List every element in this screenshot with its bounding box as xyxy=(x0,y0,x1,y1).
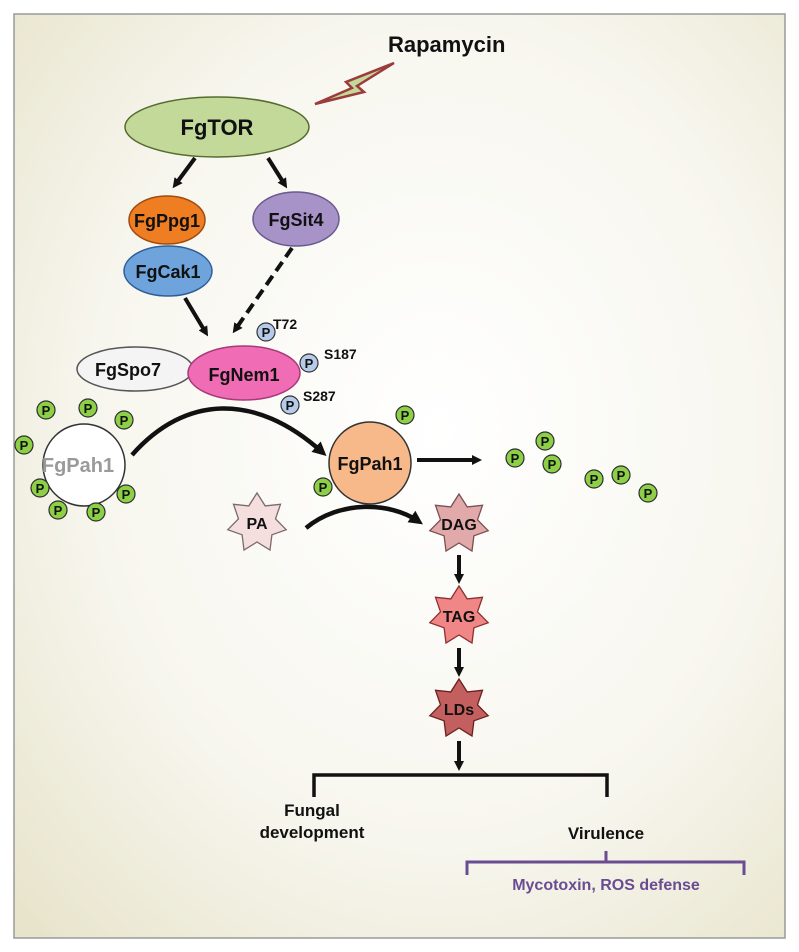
tag-label: TAG xyxy=(443,609,476,626)
phosphate-icon: P xyxy=(542,454,562,474)
fgspo7-node: FgSpo7 xyxy=(76,346,194,392)
phosphate-icon: P xyxy=(86,502,106,522)
phosphate-icon: P xyxy=(14,435,34,455)
fgtor-node: FgTOR xyxy=(124,96,310,158)
outcome-development-line2: development xyxy=(260,823,365,842)
svg-text:P: P xyxy=(401,408,410,423)
phosphosite-s287-label: S287 xyxy=(303,388,336,404)
virulence-detail-bracket xyxy=(465,851,746,875)
pa-label: PA xyxy=(246,516,267,533)
lipid-star-shape xyxy=(428,492,490,553)
phosphate-icon: P xyxy=(505,448,525,468)
dag-lipid-node xyxy=(428,492,490,553)
fgpah1-phosphorylated-label: FgPah1 xyxy=(42,455,114,477)
phosphate-icon: P xyxy=(48,500,68,520)
phosphate-icon: P xyxy=(611,465,631,485)
arrow-tor-to-sit4 xyxy=(266,156,288,189)
phosphate-icon: P xyxy=(30,478,50,498)
phosphate-icon: P xyxy=(638,483,658,503)
svg-text:P: P xyxy=(262,325,271,340)
phosphate-icon: P xyxy=(78,398,98,418)
svg-text:P: P xyxy=(84,401,93,416)
svg-text:P: P xyxy=(590,472,599,487)
fgcak1-label: FgCak1 xyxy=(135,262,200,282)
phosphosite-s187-label: S187 xyxy=(324,346,357,362)
phosphosite-s187: P xyxy=(299,353,319,373)
svg-text:P: P xyxy=(286,398,295,413)
svg-text:P: P xyxy=(122,487,131,502)
arrow-dephosphorylation xyxy=(130,406,327,457)
fgspo7-label: FgSpo7 xyxy=(95,360,161,380)
arrow-tor-to-ppg1 xyxy=(172,156,197,189)
fgpah1-active-node: FgPah1 xyxy=(328,421,412,505)
lipid-star-shape xyxy=(428,677,490,738)
outcome-virulence: Virulence xyxy=(568,824,644,843)
phosphate-icon: P xyxy=(395,405,415,425)
dag-label: DAG xyxy=(441,517,477,534)
lds-label: LDs xyxy=(444,702,474,719)
fgsit4-node: FgSit4 xyxy=(252,191,340,247)
fgnem1-node: FgNem1 xyxy=(187,345,301,401)
lipid-star-shape xyxy=(226,491,288,552)
fgppg1-node: FgPpg1 xyxy=(128,195,206,245)
outcome-bracket xyxy=(312,773,609,797)
arrow-cak1-to-nem1 xyxy=(183,296,209,337)
outcome-development-line1: Fungal xyxy=(284,801,340,820)
phosphate-icon: P xyxy=(114,410,134,430)
phosphosite-s287: P xyxy=(280,395,300,415)
svg-text:P: P xyxy=(54,503,63,518)
tag-lipid-node xyxy=(428,584,490,645)
svg-text:P: P xyxy=(305,356,314,371)
phosphosite-t72: P xyxy=(256,322,276,342)
phosphosite-t72-label: T72 xyxy=(273,316,297,332)
fgppg1-label: FgPpg1 xyxy=(134,211,200,231)
lipid-star-shape xyxy=(428,584,490,645)
svg-text:P: P xyxy=(92,505,101,520)
active-pah1-phospho-group: PP xyxy=(313,405,415,497)
svg-text:P: P xyxy=(36,481,45,496)
virulence-detail-label: Mycotoxin, ROS defense xyxy=(512,877,700,894)
phosphate-icon: P xyxy=(584,469,604,489)
svg-text:P: P xyxy=(42,403,51,418)
svg-text:P: P xyxy=(319,480,328,495)
svg-text:P: P xyxy=(644,486,653,501)
svg-text:P: P xyxy=(511,451,520,466)
svg-text:P: P xyxy=(617,468,626,483)
fgcak1-node: FgCak1 xyxy=(123,245,213,297)
fgpah1-active-label: FgPah1 xyxy=(337,454,402,474)
phosphate-icon: P xyxy=(313,477,333,497)
rapamycin-label: Rapamycin xyxy=(388,32,505,57)
lds-lipid-node xyxy=(428,677,490,738)
fgpah1-phosphorylated-node: FgPah1 xyxy=(42,423,126,507)
svg-text:P: P xyxy=(120,413,129,428)
fgsit4-label: FgSit4 xyxy=(268,210,323,230)
phosphate-icon: P xyxy=(36,400,56,420)
svg-text:P: P xyxy=(548,457,557,472)
pa-lipid-node xyxy=(226,491,288,552)
phosphate-icon: P xyxy=(535,431,555,451)
svg-text:P: P xyxy=(20,438,29,453)
fgtor-label: FgTOR xyxy=(181,115,254,140)
phosphate-icon: P xyxy=(116,484,136,504)
arrow-pa-to-dag xyxy=(304,504,423,530)
lightning-bolt-icon xyxy=(314,61,395,106)
svg-text:P: P xyxy=(541,434,550,449)
fgnem1-label: FgNem1 xyxy=(208,365,279,385)
